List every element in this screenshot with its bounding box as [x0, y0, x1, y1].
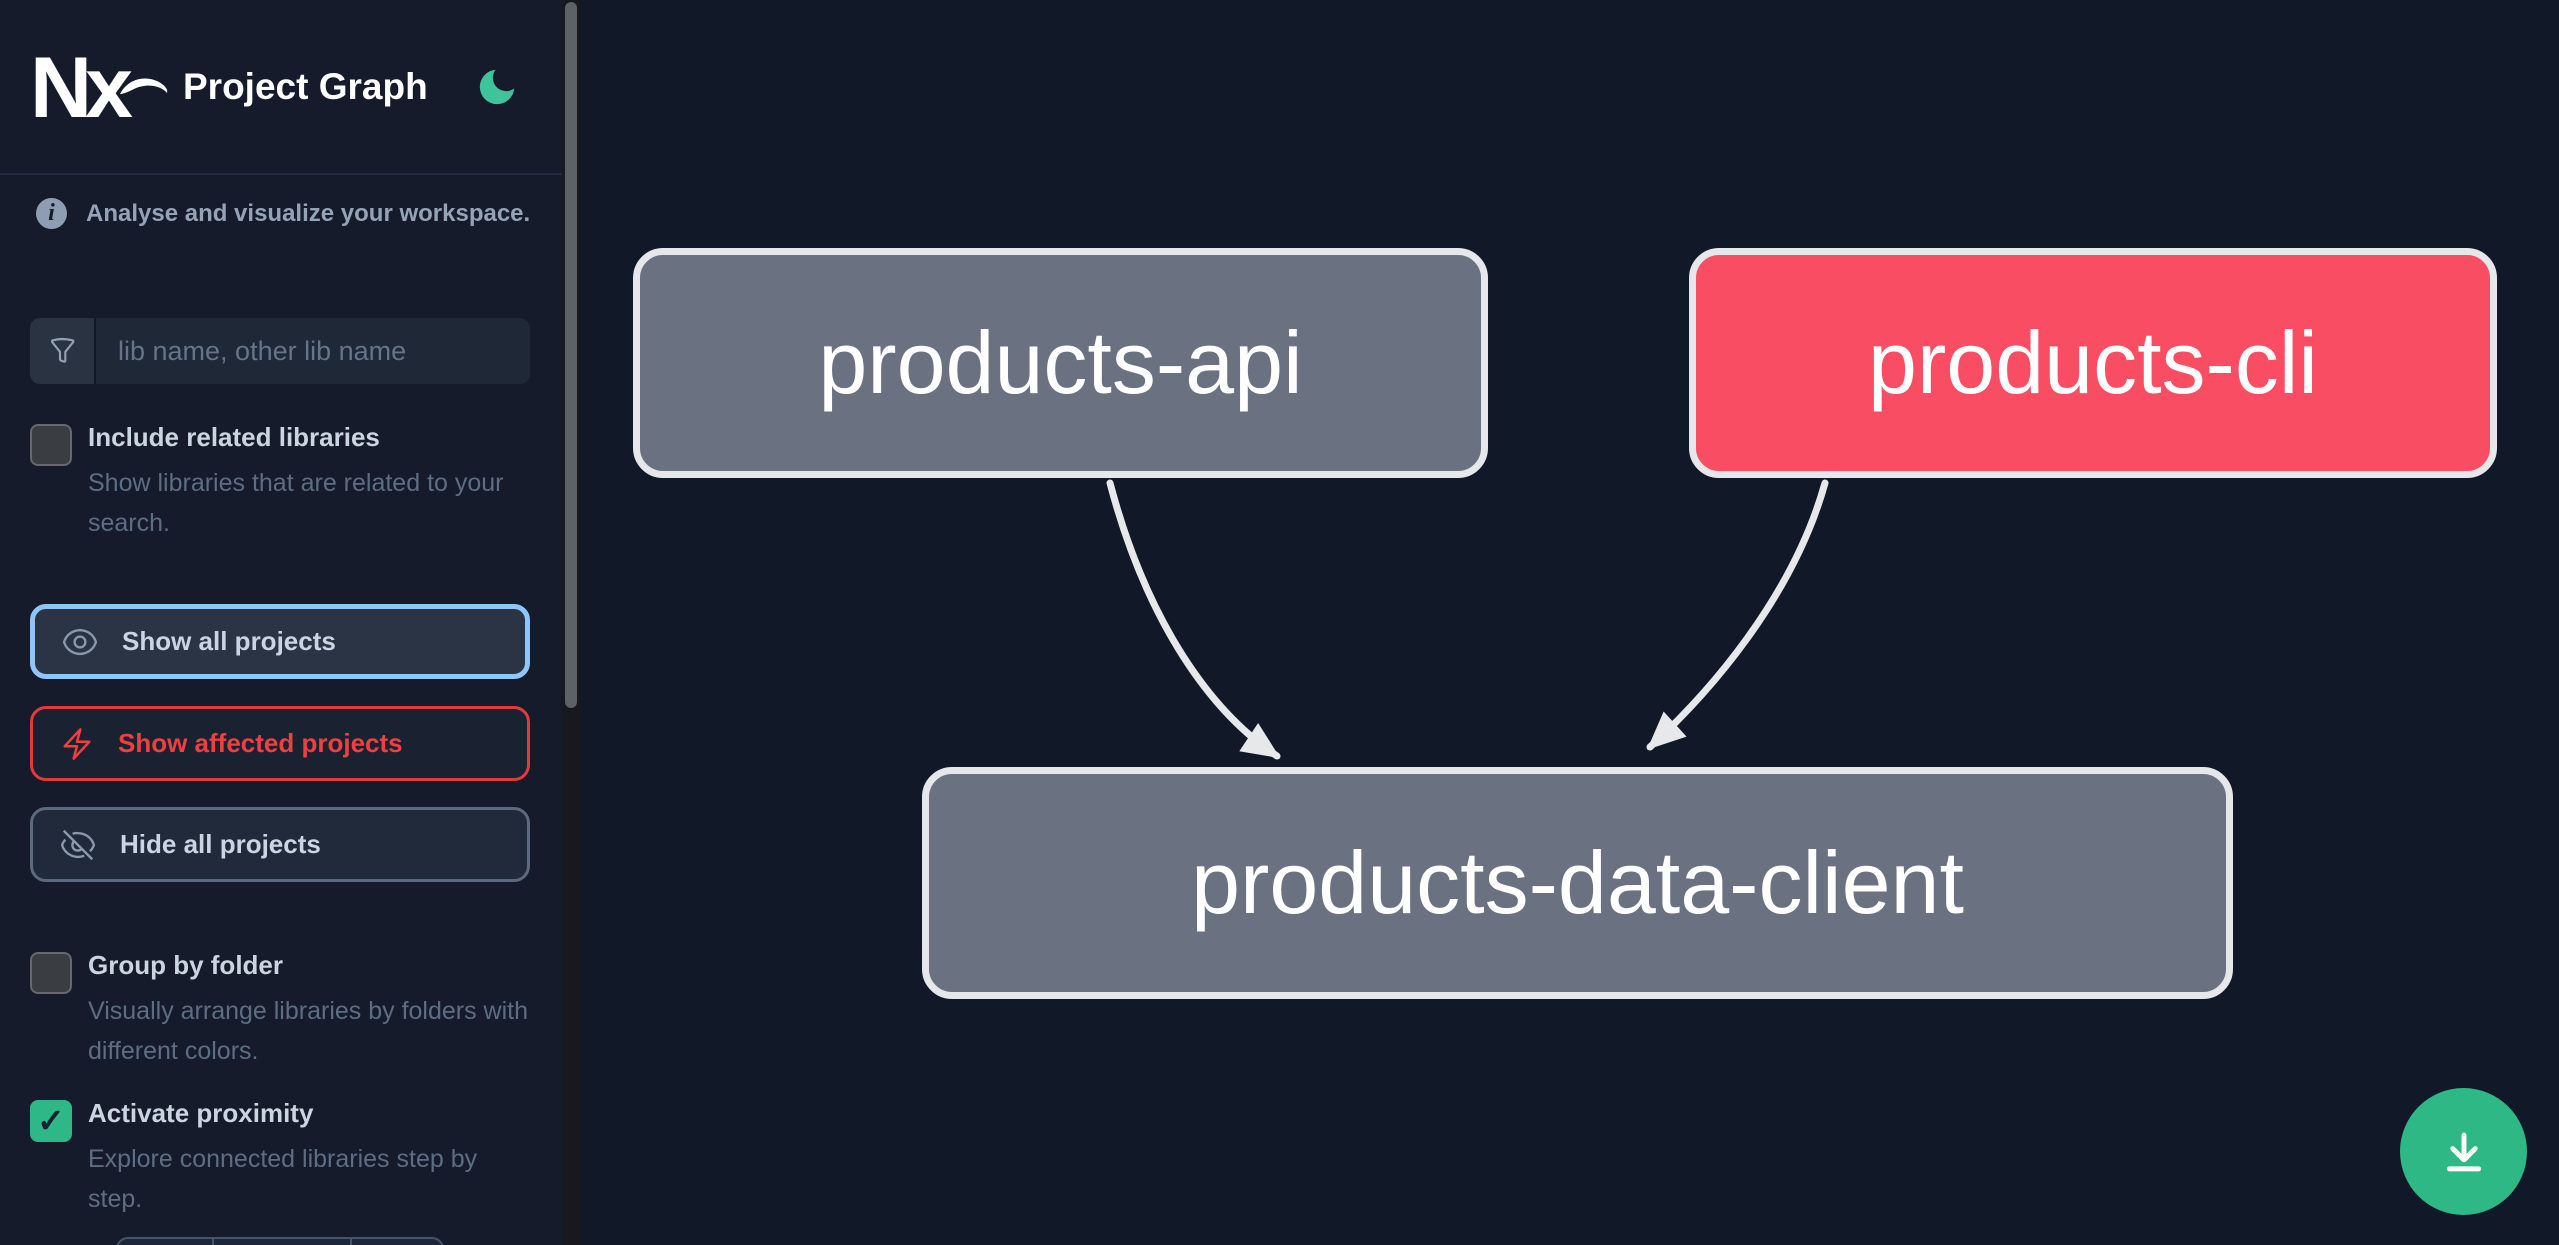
eye-icon	[62, 628, 98, 655]
sidebar-scrollbar-thumb[interactable]	[565, 2, 577, 708]
info-icon: i	[36, 198, 67, 229]
search-box	[30, 318, 530, 384]
activate-proximity-label: Activate proximity	[88, 1098, 314, 1128]
node-products-cli[interactable]: products-cli	[1689, 248, 2497, 478]
activate-proximity-option: ✓ Activate proximity Explore connected l…	[30, 1096, 500, 1219]
node-products-api-label: products-api	[818, 313, 1303, 412]
group-by-folder-checkbox[interactable]	[30, 952, 72, 994]
dependency-edges	[1106, 479, 1829, 760]
tagline-row: i Analyse and visualize your workspace.	[36, 198, 530, 229]
eye-off-icon	[60, 829, 96, 860]
include-related-option: Include related libraries Show libraries…	[30, 420, 504, 543]
sidebar-scrollbar-track[interactable]	[562, 0, 580, 1245]
sidebar-header: Nx Project Graph	[0, 0, 562, 175]
include-related-description: Show libraries that are related to your …	[88, 469, 504, 537]
proximity-stepper[interactable]	[116, 1237, 444, 1245]
show-affected-projects-label: Show affected projects	[118, 728, 403, 758]
edge-products-api-to-products-data-client	[1106, 479, 1281, 760]
hide-all-projects-label: Hide all projects	[120, 829, 321, 859]
tagline-text: Analyse and visualize your workspace.	[86, 199, 531, 227]
node-products-data-client-label: products-data-client	[1191, 833, 1964, 932]
graph-canvas[interactable]: products-api products-cli products-data-…	[580, 0, 2559, 1245]
edge-products-cli-to-products-data-client	[1646, 479, 1829, 751]
group-by-folder-option: Group by folder Visually arrange librari…	[30, 948, 528, 1071]
bolt-icon	[63, 727, 91, 760]
include-related-label: Include related libraries	[88, 422, 380, 452]
proximity-increment-segment[interactable]	[350, 1239, 442, 1245]
group-by-folder-label: Group by folder	[88, 950, 283, 980]
node-products-api[interactable]: products-api	[633, 248, 1488, 478]
include-related-checkbox[interactable]	[30, 424, 72, 466]
hide-all-projects-button[interactable]: Hide all projects	[30, 807, 530, 882]
nx-logo-text: Nx	[30, 40, 133, 136]
search-input[interactable]	[96, 318, 530, 384]
activate-proximity-checkbox[interactable]: ✓	[30, 1100, 72, 1142]
group-by-folder-description: Visually arrange libraries by folders wi…	[88, 997, 529, 1065]
node-products-data-client[interactable]: products-data-client	[922, 767, 2233, 999]
show-affected-projects-button[interactable]: Show affected projects	[30, 706, 530, 781]
page-title: Project Graph	[183, 66, 428, 107]
theme-toggle-moon-icon[interactable]	[474, 64, 520, 110]
show-all-projects-label: Show all projects	[122, 626, 336, 656]
filter-icon	[30, 318, 96, 384]
download-icon	[2446, 1132, 2481, 1171]
activate-proximity-description: Explore connected libraries step by step…	[88, 1145, 478, 1213]
show-all-projects-button[interactable]: Show all projects	[30, 604, 530, 679]
download-button[interactable]	[2400, 1088, 2527, 1215]
nx-logo-swoosh-icon	[120, 78, 168, 94]
node-products-cli-label: products-cli	[1868, 313, 2318, 412]
proximity-decrement-segment[interactable]	[118, 1239, 212, 1245]
nx-logo: Nx	[30, 38, 180, 138]
proximity-value-segment	[212, 1239, 350, 1245]
sidebar: Nx Project Graph i Analyse and visualize…	[0, 0, 562, 1245]
